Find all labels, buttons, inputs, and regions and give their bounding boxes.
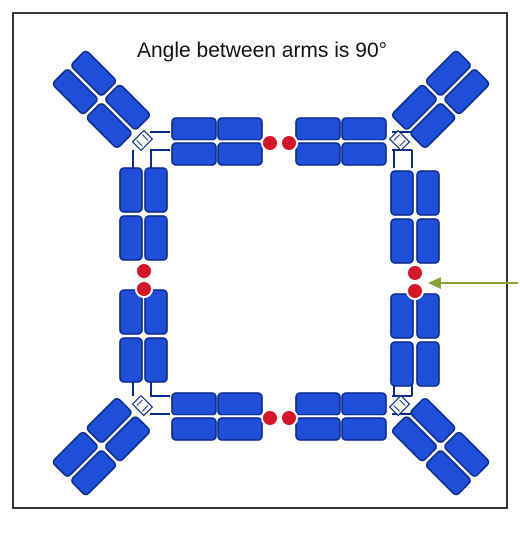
- disulfide-right-lower: [406, 282, 424, 300]
- disulfide-left-upper: [135, 262, 153, 280]
- disulfide-top-left: [261, 134, 279, 152]
- arm-bottom-right: [388, 394, 491, 497]
- disulfide-top-right: [280, 134, 298, 152]
- disulfide-right-upper: [406, 264, 424, 282]
- linker-lines: [132, 131, 413, 415]
- side-top-left-segment: [171, 117, 263, 166]
- side-right-lower-segment: [390, 293, 440, 387]
- arm-top-left: [51, 49, 154, 152]
- pointer-arrow: [428, 277, 518, 289]
- side-left-lower-segment: [119, 289, 168, 383]
- disulfide-bottom-right: [280, 409, 298, 427]
- arm-bottom-left: [51, 394, 154, 497]
- figure-frame: [12, 12, 508, 509]
- side-bottom-left-segment: [171, 392, 263, 441]
- side-bottom-right-segment: [295, 392, 387, 441]
- disulfide-bottom-left: [261, 409, 279, 427]
- side-left-upper-segment: [119, 167, 168, 261]
- side-top-right-segment: [295, 117, 387, 166]
- side-right-upper-segment: [390, 170, 440, 264]
- arm-top-right: [388, 49, 491, 152]
- disulfide-bonds: [135, 134, 424, 427]
- disulfide-left-lower: [135, 280, 153, 298]
- figure-title: Angle between arms is 90°: [137, 39, 387, 62]
